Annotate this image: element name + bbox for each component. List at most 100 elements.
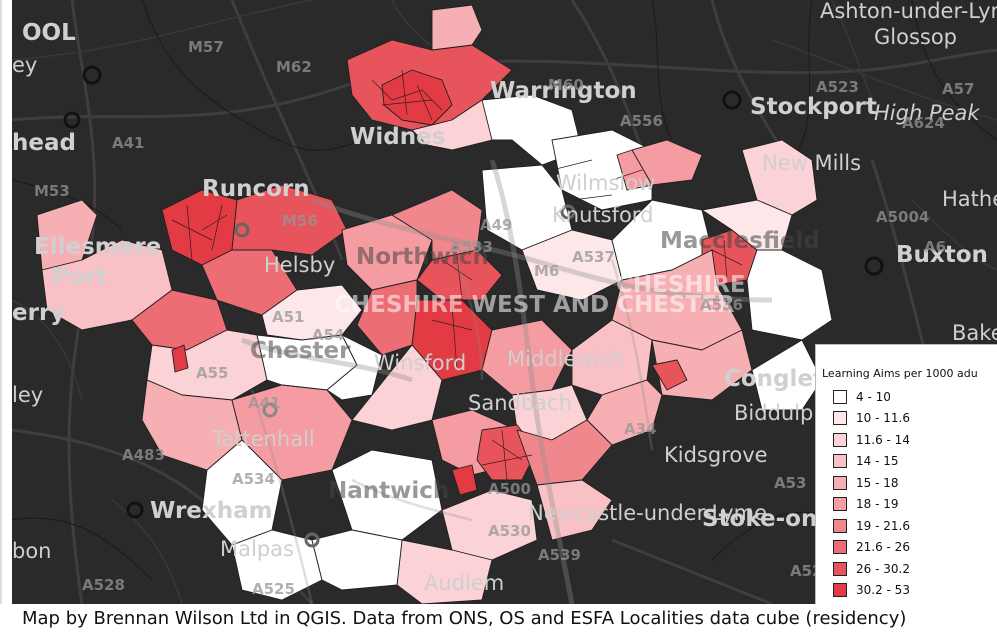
legend-label: 19 - 21.6	[856, 518, 910, 533]
legend-swatch	[833, 432, 847, 447]
legend-rows: 4 - 10 10 - 11.6 11.6 - 14 14 - 15 15 - 18 18…	[822, 386, 997, 601]
legend-item: 21.6 - 26	[822, 537, 997, 559]
legend-label: 14 - 15	[856, 454, 899, 469]
road-label: M57	[188, 38, 224, 56]
road-label: A624	[902, 114, 945, 132]
place-label-bakewell: Bakew	[952, 321, 997, 345]
area-delamere[interactable]	[326, 334, 383, 401]
place-label-biddulph: Biddulph	[734, 401, 827, 425]
place-label-ferry: erry	[12, 300, 65, 326]
legend-swatch	[833, 411, 847, 426]
road-label: A41	[248, 394, 280, 412]
place-label-ley: ley	[12, 383, 43, 407]
town-marker	[82, 65, 102, 85]
legend-label: 15 - 18	[856, 475, 899, 490]
area-wrenbury[interactable]	[311, 529, 403, 591]
place-label-sandbach: Sandbach	[468, 391, 572, 415]
road-label: A523	[816, 78, 859, 96]
road-label: A539	[538, 546, 581, 564]
legend-label: 11.6 - 14	[856, 432, 910, 447]
legend-swatch	[833, 497, 847, 512]
place-label-malpas: Malpas	[220, 537, 294, 561]
legend-item: 18 - 19	[822, 494, 997, 516]
area-east-rural[interactable]	[746, 249, 833, 341]
road-label: M53	[34, 182, 70, 200]
legend-label: 4 - 10	[856, 389, 891, 404]
town-marker	[234, 222, 250, 238]
sub-boundaries	[171, 69, 743, 481]
place-label-kidsgrove: Kidsgrove	[664, 443, 768, 467]
road-label: A5004	[876, 208, 929, 226]
place-label-cheshire-east: CHESHIRE EAST	[616, 272, 820, 298]
road-label: A41	[112, 134, 144, 152]
place-label-nantwich: Nantwich	[328, 478, 449, 504]
place-label-port: Port	[52, 264, 107, 290]
road-label: A34	[624, 420, 656, 438]
place-label-winsford: Winsford	[374, 351, 466, 375]
road-label: A534	[232, 470, 275, 488]
legend-swatch	[833, 454, 847, 469]
area-ellesmere-west[interactable]	[36, 199, 98, 271]
legend-item: 19 - 21.6	[822, 515, 997, 537]
legend-item: 15 - 18	[822, 472, 997, 494]
place-label-high-peak: High Peak	[874, 101, 980, 125]
place-label-wrexham: Wrexham	[150, 498, 273, 524]
legend-swatch	[833, 518, 847, 533]
place-label-newcastle: Newcastle-under-Lyme	[528, 501, 767, 525]
place-label-bon: bon	[12, 539, 52, 563]
town-marker	[304, 532, 320, 548]
road-label: A51	[272, 308, 304, 326]
road-overlays	[241, 159, 773, 604]
place-label-glossop: Glossop	[874, 25, 957, 49]
area-warrington-north[interactable]	[431, 4, 483, 51]
place-label-ashton: Ashton-under-Lyne	[820, 0, 997, 23]
area-weston[interactable]	[536, 479, 613, 541]
town-marker	[262, 402, 278, 418]
place-label-stockport: Stockport	[750, 94, 877, 120]
road-label: A500	[488, 480, 531, 498]
road-label: A525	[252, 580, 295, 598]
legend-label: 30.2 - 53	[856, 583, 910, 598]
place-label-runcorn: Runcorn	[202, 176, 310, 202]
road-label: A556	[620, 112, 663, 130]
frame-left-edge	[0, 0, 2, 604]
place-label-stoke: Stoke-on	[702, 506, 817, 532]
area-warrington-centre[interactable]	[381, 69, 453, 126]
place-label-northwich: Northwich	[356, 244, 489, 270]
place-label-warrington: Warrington	[490, 78, 637, 104]
place-label-cheshire-west: CHESHIRE WEST AND CHESTER	[334, 292, 735, 318]
legend-swatch	[833, 389, 847, 404]
legend-swatch	[833, 540, 847, 555]
area-nantwich[interactable]	[451, 464, 478, 496]
area-congleton-core[interactable]	[651, 359, 688, 391]
town-marker	[722, 90, 742, 110]
legend-item: 14 - 15	[822, 451, 997, 473]
legend-label: 10 - 11.6	[856, 411, 910, 426]
road-label: A57	[942, 80, 974, 98]
legend-item: 11.6 - 14	[822, 429, 997, 451]
town-marker	[126, 501, 144, 519]
area-east-south[interactable]	[751, 339, 823, 411]
road-label: M62	[276, 58, 312, 76]
road-label: A528	[82, 576, 125, 594]
legend-item: 4 - 10	[822, 386, 997, 408]
area-small-west[interactable]	[171, 344, 189, 373]
legend-item: 30.2 - 53	[822, 580, 997, 602]
place-label-chester: Chester	[250, 338, 351, 364]
road-label: A483	[122, 446, 165, 464]
legend-label: 18 - 19	[856, 497, 899, 512]
area-poynton-north[interactable]	[616, 149, 653, 191]
road-label: A537	[572, 248, 615, 266]
place-label-middlewich: Middlewich	[507, 347, 624, 371]
road-label: M60	[548, 76, 584, 94]
area-helsby[interactable]	[261, 284, 363, 341]
place-label-audlem: Audlem	[424, 571, 504, 595]
town-markers	[63, 65, 884, 548]
legend-label: 21.6 - 26	[856, 540, 910, 555]
legend-item: 10 - 11.6	[822, 408, 997, 430]
place-label-ool: OOL	[22, 20, 76, 46]
place-label-helsby: Helsby	[264, 253, 335, 277]
